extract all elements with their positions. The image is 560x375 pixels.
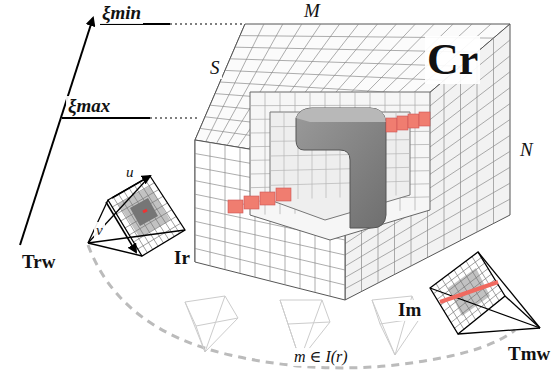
- faint-camera-ray: [380, 324, 395, 355]
- grid-line: [125, 203, 168, 228]
- grid-line: [270, 154, 410, 157]
- volume-label: Cr: [425, 36, 480, 84]
- grid-line: [117, 190, 159, 215]
- pixel: [143, 210, 147, 212]
- grid-line: [129, 210, 172, 235]
- grid-line: [195, 248, 345, 285]
- red-cell: [419, 112, 430, 126]
- set-label: m ∈ I(r): [292, 348, 350, 366]
- grid-line: [225, 70, 444, 80]
- grid-line: [270, 167, 410, 170]
- red-cell: [260, 192, 275, 205]
- grid-line: [195, 235, 345, 270]
- faint-camera-plane: [280, 300, 330, 324]
- cut-away: [250, 92, 430, 240]
- faint-camera-ray: [185, 302, 205, 352]
- tick-dots: [170, 23, 245, 24]
- pose-label: Tmw: [506, 344, 552, 365]
- axis-label: N: [518, 140, 535, 161]
- grid-line: [270, 181, 410, 185]
- red-cell: [408, 114, 419, 128]
- surface-object: [296, 108, 386, 228]
- faint-camera-ray: [205, 296, 225, 352]
- depth-label: ξmin: [100, 3, 143, 24]
- faint-camera-ray: [205, 318, 238, 352]
- depth-label: ξmax: [66, 96, 112, 117]
- grid-line: [225, 145, 226, 270]
- reference-camera-ray: [88, 200, 108, 243]
- red-cell: [386, 118, 397, 132]
- cost-volume: [195, 24, 510, 300]
- pose-label: Trw: [20, 252, 57, 273]
- epipolar-line: [440, 282, 498, 302]
- grid-line: [250, 105, 430, 107]
- faint-camera-ray: [196, 326, 205, 352]
- axis-label: u: [124, 164, 136, 181]
- faint-camera-ray: [372, 300, 395, 355]
- grid-line: [134, 217, 177, 243]
- image-patch: [130, 198, 158, 226]
- image-label: Ir: [172, 248, 192, 269]
- red-cell: [276, 188, 291, 201]
- red-cell: [244, 196, 259, 209]
- axis-label: v: [94, 222, 105, 239]
- other-camera-ray: [478, 252, 540, 328]
- tick: [62, 117, 150, 119]
- red-cell: [397, 116, 408, 130]
- cameras: [88, 176, 540, 360]
- object-top: [296, 108, 386, 122]
- grid-line: [415, 92, 416, 210]
- image-label: Im: [396, 300, 423, 321]
- reference-camera-ray: [88, 176, 150, 243]
- other-camera-ray: [505, 296, 540, 328]
- axis-label: M: [302, 1, 322, 22]
- other-camera-ray: [458, 328, 540, 334]
- depth-axis: [20, 18, 93, 245]
- red-cell: [228, 200, 243, 213]
- grid-line: [210, 143, 211, 266]
- axis-label: S: [208, 58, 222, 79]
- other-camera-plane: [430, 252, 505, 334]
- v-axis: [106, 202, 136, 252]
- faint-camera-ray: [395, 318, 420, 355]
- reference-camera-plane: [108, 176, 185, 256]
- tick-dots: [150, 117, 197, 118]
